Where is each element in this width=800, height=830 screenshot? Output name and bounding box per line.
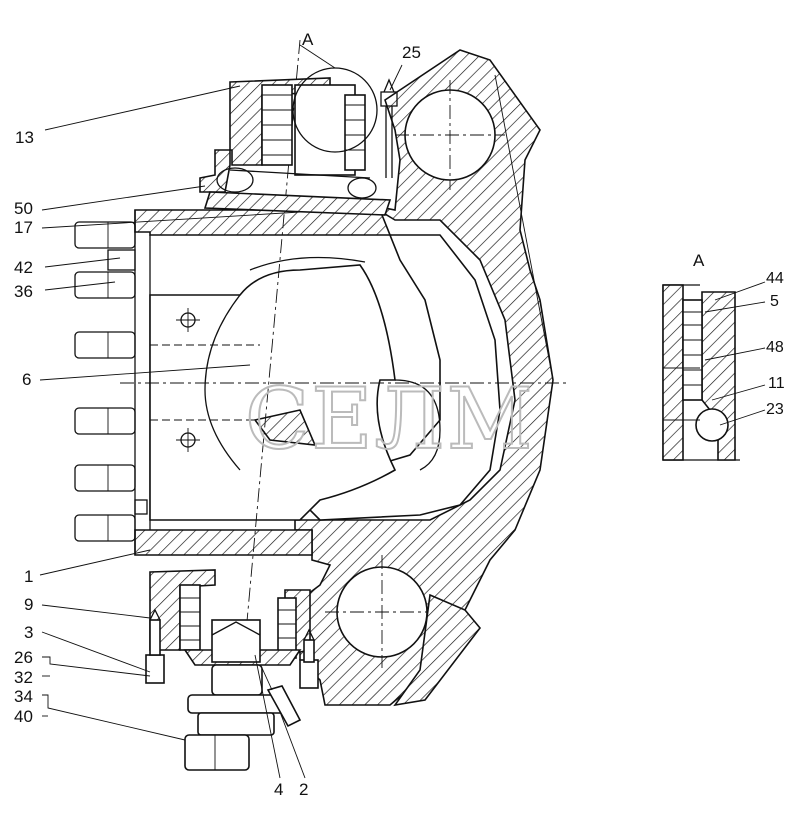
grease-fitting-left (145, 608, 165, 684)
callout-6: 6 (22, 370, 31, 389)
upper-roller-right (344, 94, 366, 171)
bottom-nut-assembly (184, 664, 285, 771)
detail-title: A (693, 251, 705, 270)
lower-roller-right-lines (278, 609, 296, 639)
upper-roller-lines (262, 94, 292, 156)
callout-9: 9 (24, 595, 33, 614)
view-label-a: A (302, 30, 314, 49)
outline-slant (494, 74, 554, 381)
hole-marker-upper (176, 308, 200, 332)
flange-outline (134, 210, 151, 555)
leader-lines (39, 44, 403, 779)
upper-seal-right (347, 177, 377, 199)
lower-roller-left-lines (180, 597, 200, 641)
callout-17: 17 (14, 218, 33, 237)
upper-seal-left (216, 167, 254, 193)
detail-callout-11: 11 (768, 375, 785, 392)
wedge-pin (253, 409, 317, 446)
watermark: СЕЛМ (245, 370, 535, 468)
lower-roller-right (277, 597, 297, 659)
callout-42: 42 (14, 258, 33, 277)
knuckle-sphere (149, 264, 397, 521)
callout-4: 4 (274, 780, 283, 799)
callout-40: 40 (14, 707, 33, 726)
upper-roller-right-lines (345, 104, 365, 151)
callout-1: 1 (24, 567, 33, 586)
sphere-arc-right (394, 379, 441, 471)
lower-pin-head (211, 619, 261, 663)
sphere-curve-inner (249, 256, 366, 271)
detail-roller-lines (683, 311, 702, 386)
lower-pin-chamfer (211, 621, 261, 636)
detail-leaders (704, 281, 766, 426)
callout-32: 32 (14, 668, 33, 687)
grease-fitting-right (299, 628, 319, 689)
callout-13: 13 (15, 128, 34, 147)
upper-seat (203, 191, 392, 216)
callout-34: 34 (14, 687, 33, 706)
detail-callout-5: 5 (770, 293, 779, 310)
bore-upper (395, 80, 505, 190)
hole-marker-lower (176, 428, 200, 452)
grease-fitting-top (380, 78, 398, 178)
callout-26: 26 (14, 648, 33, 667)
grease-fitting-bottom (261, 667, 302, 728)
sphere-curve-upper (204, 294, 241, 471)
detail-strip-left (662, 284, 684, 461)
callout-36: 36 (14, 282, 33, 301)
callout-50: 50 (14, 199, 33, 218)
detail-ball (695, 408, 729, 442)
detail-callout-44: 44 (766, 270, 784, 287)
main-cross-section: СЕЛМ A 25 13 50 17 42 36 6 (14, 30, 570, 799)
bore-lower (325, 555, 440, 668)
detail-callout-48: 48 (766, 339, 784, 356)
callout-2: 2 (299, 780, 308, 799)
callout-3: 3 (24, 623, 33, 642)
bolt-row (74, 221, 136, 542)
detail-callout-23: 23 (766, 401, 784, 418)
detail-view-a: A 44 5 48 11 23 (662, 251, 785, 461)
hidden-lines (150, 294, 260, 421)
lower-lug (393, 593, 482, 707)
flange-tab (134, 499, 148, 515)
callout-25: 25 (402, 43, 421, 62)
upper-seat-line (229, 169, 371, 179)
flange-bottom (134, 529, 313, 556)
